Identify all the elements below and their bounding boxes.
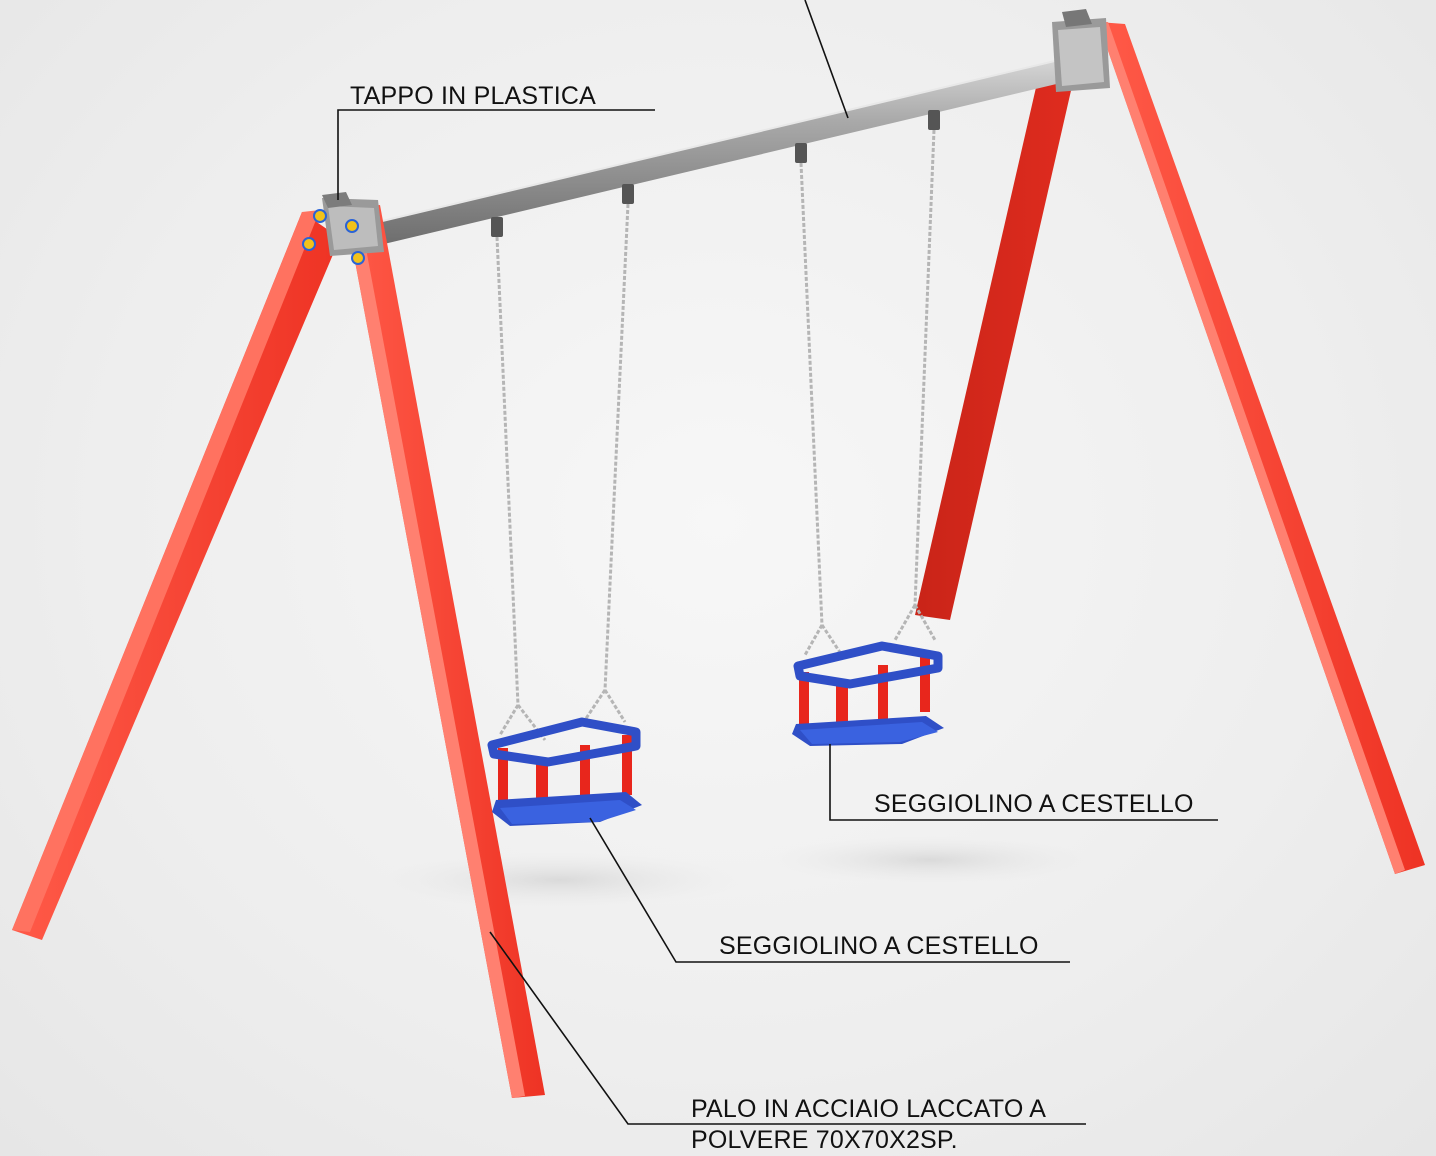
label-seat-left: SEGGIOLINO A CESTELLO [719, 932, 1039, 960]
bolt-icon [302, 209, 365, 265]
label-post: PALO IN ACCIAIO LACCATO A POLVERE 70X70X… [691, 1094, 1046, 1156]
swing-chains [495, 129, 937, 741]
basket-seat-left [487, 717, 642, 826]
right-back-post [915, 60, 1078, 620]
seat-hangers [491, 110, 940, 237]
leader-line-seat-right [829, 744, 1218, 821]
leader-line-beam [804, 0, 849, 119]
left-frame [12, 198, 545, 1098]
label-seat-right: SEGGIOLINO A CESTELLO [874, 790, 1194, 818]
crossbeam [377, 54, 1090, 244]
seat-shadow [380, 852, 740, 908]
plastic-cap-icon [1062, 9, 1092, 27]
leader-line-cap [337, 109, 655, 200]
label-plastic-cap: TAPPO IN PLASTICA [350, 82, 597, 110]
leader-line-seat-left [589, 817, 1070, 963]
seat-shadow [770, 836, 1090, 884]
leader-lines [337, 0, 1218, 1125]
right-frame [1052, 9, 1425, 874]
basket-seat-right [792, 641, 944, 746]
label-post-line1: PALO IN ACCIAIO LACCATO A [691, 1095, 1047, 1123]
label-post-line2: POLVERE 70X70X2SP. [691, 1126, 958, 1154]
leader-line-post [489, 931, 1086, 1125]
plastic-cap-icon [322, 192, 352, 208]
